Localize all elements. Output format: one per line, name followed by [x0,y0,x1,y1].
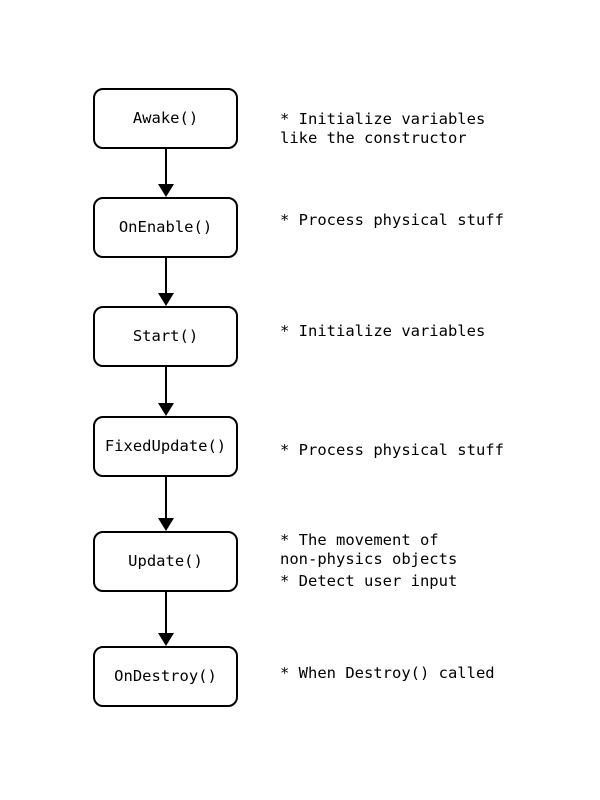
arrow-stem [164,149,167,184]
flow-node-ondestroy: OnDestroy() [93,646,238,707]
annotation-update: * The movement of non-physics objects * … [280,531,457,591]
annotation-text: * Detect user input [280,572,458,590]
flow-node-label: Update() [128,552,203,570]
annotation-start: * Initialize variables [280,322,485,341]
annotation-fixedupdate: * Process physical stuff [280,441,504,460]
arrowhead-down-icon [157,518,174,531]
arrow-stem [164,477,167,518]
flow-arrow [157,477,174,531]
annotation-text: * When Destroy() called [280,664,495,682]
flow-arrow [157,367,174,416]
flow-node-label: Start() [132,327,199,345]
annotation-awake: * Initialize variables like the construc… [280,110,485,148]
flow-node-fixedupdate: FixedUpdate() [93,416,238,477]
annotation-text: * The movement of non-physics objects [280,531,458,568]
annotation-text: * Initialize variables like the construc… [280,110,486,147]
arrowhead-down-icon [157,633,174,646]
annotation-ondestroy: * When Destroy() called [280,664,495,683]
flow-node-label: FixedUpdate() [104,437,227,455]
flow-arrow [157,149,174,197]
annotation-text: * Process physical stuff [280,211,504,229]
flow-arrow [157,258,174,306]
arrow-stem [164,592,167,633]
arrowhead-down-icon [157,184,174,197]
arrow-stem [164,367,167,403]
flow-node-start: Start() [93,306,238,367]
flow-node-update: Update() [93,531,238,592]
flow-node-onenable: OnEnable() [93,197,238,258]
flow-node-awake: Awake() [93,88,238,149]
arrowhead-down-icon [157,403,174,416]
annotation-text: * Process physical stuff [280,441,504,459]
flow-arrow [157,592,174,646]
arrow-stem [164,258,167,293]
annotation-text: * Initialize variables [280,322,486,340]
arrowhead-down-icon [157,293,174,306]
flow-node-label: OnEnable() [118,218,213,236]
flow-node-label: OnDestroy() [114,667,217,685]
annotation-onenable: * Process physical stuff [280,211,504,230]
flow-node-label: Awake() [132,109,199,127]
